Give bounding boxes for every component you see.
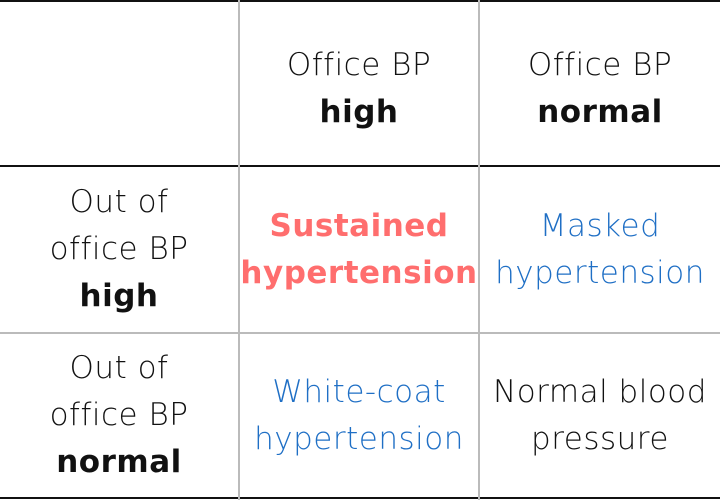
column-divider-2 bbox=[478, 0, 480, 500]
cell-white-coat-hypertension: White-coat hypertension bbox=[240, 334, 478, 497]
column-divider-1 bbox=[238, 0, 240, 500]
cell-text: Normal blood bbox=[493, 373, 707, 410]
cell-text: Sustained bbox=[269, 207, 449, 244]
row-divider bbox=[0, 332, 720, 334]
header-office-normal: Office BP normal bbox=[480, 12, 720, 165]
header-emphasis: high bbox=[319, 93, 399, 130]
top-border bbox=[0, 0, 720, 2]
bottom-border bbox=[0, 497, 720, 499]
cell-normal-blood-pressure: Normal blood pressure bbox=[480, 334, 720, 497]
header-text: Office BP bbox=[527, 46, 673, 83]
label-text: Out of bbox=[69, 350, 169, 386]
label-text: Out of bbox=[69, 184, 169, 220]
label-text: office BP bbox=[49, 397, 189, 433]
cell-masked-hypertension: Masked hypertension bbox=[480, 167, 720, 332]
header-divider bbox=[0, 165, 720, 167]
cell-text: hypertension bbox=[254, 420, 464, 457]
label-emphasis: normal bbox=[56, 444, 182, 480]
row-label-out-normal: Out of office BP normal bbox=[0, 334, 238, 497]
header-emphasis: normal bbox=[537, 93, 663, 130]
cell-text: hypertension bbox=[495, 254, 705, 291]
cell-text: Masked bbox=[539, 207, 661, 244]
corner-cell bbox=[0, 0, 238, 165]
cell-text: hypertension bbox=[240, 254, 478, 291]
header-office-high: Office BP high bbox=[240, 12, 478, 165]
cell-text: White-coat bbox=[272, 373, 446, 410]
cell-text: pressure bbox=[531, 420, 669, 457]
row-label-out-high: Out of office BP high bbox=[0, 167, 238, 332]
cell-sustained-hypertension: Sustained hypertension bbox=[240, 167, 478, 332]
label-emphasis: high bbox=[79, 278, 159, 314]
header-text: Office BP bbox=[286, 46, 432, 83]
label-text: office BP bbox=[49, 231, 189, 267]
